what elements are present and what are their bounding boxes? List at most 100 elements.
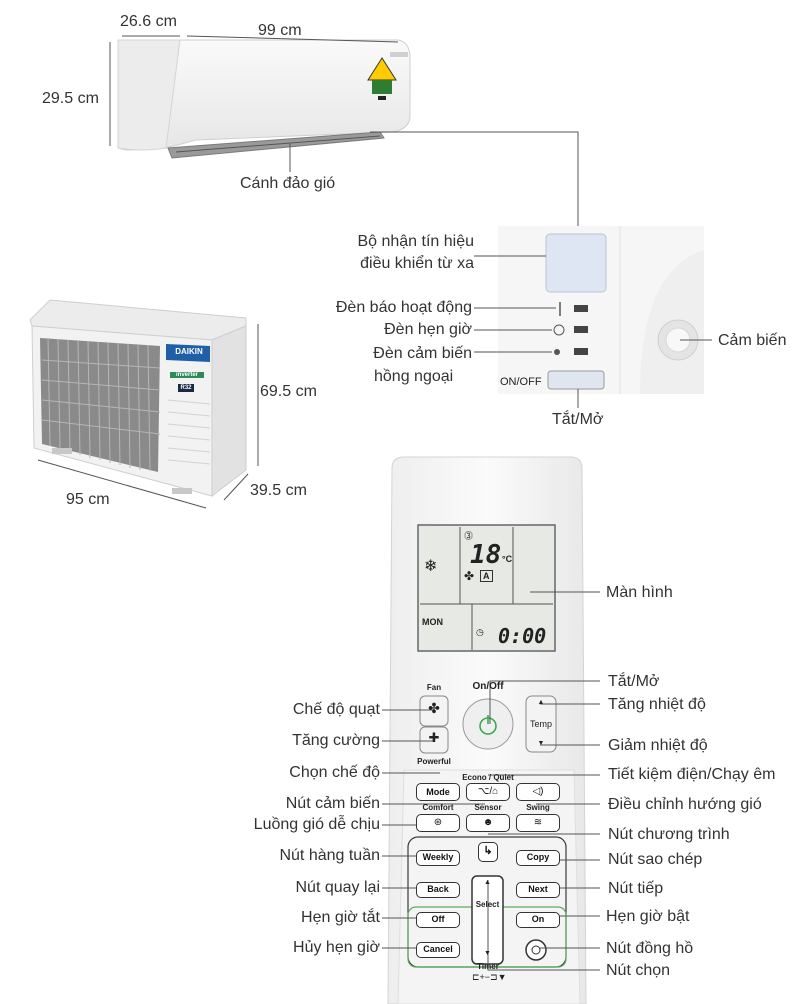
mode-button[interactable]: Mode	[416, 783, 460, 801]
swing-button[interactable]: ≋	[516, 814, 560, 832]
label-powerful: Tăng cường	[292, 732, 380, 749]
outdoor-brand-label: DAIKIN	[175, 347, 203, 356]
comfort-button[interactable]: ⊛	[416, 814, 460, 832]
label-sensor-lamp-line2: hồng ngoại	[374, 368, 454, 385]
timer-adjust-icon: ⊏+−⊐▼	[472, 972, 507, 982]
arrow-down-icon: ▼	[537, 740, 545, 747]
powerful-button[interactable]: ✚	[424, 730, 444, 746]
back-button[interactable]: Back	[416, 882, 460, 898]
off-timer-label: Off	[431, 914, 445, 924]
label-motion-sensor: Cảm biến	[718, 332, 787, 349]
display-fan-mode: A	[480, 570, 493, 582]
label-on-timer: Hẹn giờ bật	[606, 908, 690, 925]
power-mode-icon: ⓷	[464, 531, 474, 541]
snowflake-icon: ❄	[424, 558, 438, 575]
on-off-caption: On/Off	[472, 681, 504, 692]
on-timer-label: On	[531, 914, 545, 924]
label-sensor-button: Nút cảm biến	[285, 795, 380, 812]
indoor-dimension-lines	[109, 35, 399, 146]
back-button-label: Back	[427, 884, 449, 894]
panel-onoff-text: ON/OFF	[500, 376, 542, 388]
copy-button-label: Copy	[526, 852, 550, 862]
display-clock-icon: ◷	[476, 627, 484, 637]
control-panel-closeup	[498, 226, 704, 394]
program-button[interactable]: ↳	[478, 842, 498, 862]
cancel-timer-button[interactable]: Cancel	[416, 942, 460, 958]
powerful-button-caption: Powerful	[417, 757, 451, 766]
label-louver: Cánh đảo gió	[240, 175, 336, 192]
outdoor-dimension-lines	[37, 324, 259, 509]
swing-icon: ≋	[533, 817, 543, 828]
label-swing: Điều chỉnh hướng gió	[608, 796, 762, 813]
label-receiver-line2: điều khiển từ xa	[360, 255, 474, 272]
comfort-airflow-icon: ⊛	[433, 817, 443, 828]
quiet-mode-button[interactable]: ◁)	[516, 783, 560, 801]
sensor-button[interactable]: ☻	[466, 814, 510, 832]
fan-button[interactable]: ✤	[424, 700, 444, 717]
label-temp-up: Tăng nhiệt độ	[608, 696, 706, 713]
econo-quiet-icon: ⌥/⌂	[477, 786, 499, 797]
label-weekly: Nút hàng tuần	[279, 847, 380, 864]
indoor-unit	[117, 39, 411, 159]
next-button[interactable]: Next	[516, 882, 560, 898]
next-button-label: Next	[528, 884, 548, 894]
label-comfort-airflow: Luồng gió dễ chịu	[253, 816, 380, 833]
off-timer-button[interactable]: Off	[416, 912, 460, 928]
temp-down-button[interactable]: ▼	[532, 740, 550, 747]
label-sensor-lamp-line1: Đèn cảm biến	[373, 345, 472, 362]
display-temp-unit: °C	[502, 554, 513, 564]
clock-button[interactable]	[526, 940, 546, 960]
label-clock: Nút đồng hồ	[606, 940, 694, 957]
outdoor-gas-badge: R32	[180, 385, 192, 391]
label-cancel-timer: Hủy hẹn giờ	[293, 939, 380, 956]
sensor-caption: Sensor	[474, 803, 502, 812]
dim-indoor-height: 29.5 cm	[42, 90, 99, 107]
dim-outdoor-height: 69.5 cm	[260, 383, 317, 400]
select-caption: Select	[475, 900, 500, 909]
swing-caption: Swing	[526, 803, 550, 812]
on-timer-button[interactable]: On	[516, 912, 560, 928]
dim-indoor-depth: 26.6 cm	[120, 13, 177, 30]
label-receiver-line1: Bộ nhận tín hiệu	[357, 233, 474, 250]
outdoor-unit	[29, 299, 247, 498]
label-next: Nút tiếp	[608, 880, 664, 897]
select-up-icon[interactable]: ▲	[484, 879, 491, 886]
dim-outdoor-depth: 39.5 cm	[250, 482, 307, 499]
label-econo-quiet: Tiết kiệm điện/Chạy êm	[608, 766, 776, 783]
weekly-button[interactable]: Weekly	[416, 850, 460, 866]
temp-up-button[interactable]: ▲	[532, 699, 550, 706]
dim-outdoor-width: 95 cm	[66, 491, 110, 508]
cancel-timer-label: Cancel	[423, 944, 453, 954]
on-off-button[interactable]	[463, 699, 513, 749]
label-timer-lamp: Đèn hẹn giờ	[384, 321, 472, 338]
select-down-icon[interactable]: ▼	[484, 950, 491, 957]
speaker-icon: ◁)	[532, 786, 544, 797]
label-copy: Nút sao chép	[608, 851, 703, 868]
copy-button[interactable]: Copy	[516, 850, 560, 866]
dim-indoor-width: 99 cm	[258, 22, 302, 39]
program-arrow-icon: ↳	[483, 845, 493, 857]
label-temp-down: Giảm nhiệt độ	[608, 737, 708, 754]
weekly-button-label: Weekly	[422, 852, 454, 862]
display-day: MON	[422, 617, 443, 627]
person-sensor-icon: ☻	[482, 817, 494, 828]
remote-control-body	[387, 456, 587, 1004]
label-screen: Màn hình	[606, 584, 673, 601]
label-select: Nút chọn	[606, 962, 671, 979]
label-mode: Chọn chế độ	[289, 764, 380, 781]
fan-icon: ✤	[428, 700, 440, 716]
label-off-timer: Hẹn giờ tắt	[301, 909, 380, 926]
display-time: 0:00	[498, 624, 547, 648]
fan-icon: ✤	[464, 569, 475, 583]
label-operation-lamp: Đèn báo hoạt động	[335, 299, 472, 316]
outdoor-inverter-tag: inverter	[175, 372, 198, 378]
panel-leader-lines	[474, 255, 712, 408]
econo-quiet-button[interactable]: ⌥/⌂	[466, 783, 510, 801]
comfort-caption: Comfort	[422, 803, 454, 812]
powerful-icon: ✚	[428, 730, 440, 745]
temp-caption: Temp	[529, 719, 552, 729]
arrow-up-icon: ▲	[537, 699, 545, 706]
label-program: Nút chương trình	[608, 826, 730, 843]
label-panel-on-off: Tắt/Mở	[552, 411, 604, 428]
label-back: Nút quay lại	[295, 879, 381, 896]
